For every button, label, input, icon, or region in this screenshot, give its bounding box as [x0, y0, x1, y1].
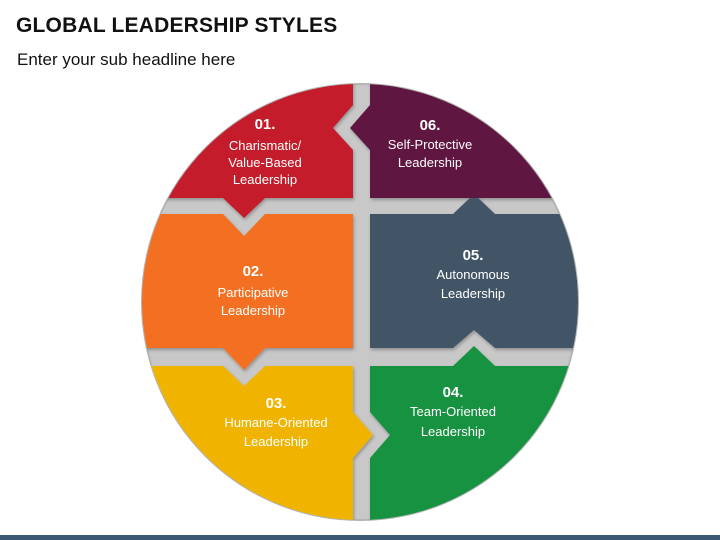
segment-01-line-2: Value-Based [228, 155, 301, 170]
segment-05-shape[interactable] [370, 194, 590, 348]
footer-bar [0, 535, 720, 540]
segment-03-line-2: Leadership [244, 434, 308, 449]
segment-03-number: 03. [266, 395, 287, 412]
segment-01-number: 01. [255, 116, 276, 133]
segment-06-shape[interactable] [350, 58, 585, 198]
segment-05-line-2: Leadership [441, 286, 505, 301]
segment-06-line-2: Leadership [398, 155, 462, 170]
segment-06-number: 06. [420, 117, 441, 134]
segment-05-line-1: Autonomous [437, 267, 510, 282]
segment-04-number: 04. [443, 384, 464, 401]
segment-02-line-2: Leadership [221, 303, 285, 318]
segment-02-number: 02. [243, 263, 264, 280]
page-title: GLOBAL LEADERSHIP STYLES [16, 14, 338, 37]
segment-04-line-1: Team-Oriented [410, 404, 496, 419]
segment-02-line-1: Participative [218, 285, 289, 300]
segment-01-line-3: Leadership [233, 172, 297, 187]
segment-06-line-1: Self-Protective [388, 137, 473, 152]
segment-01-line-1: Charismatic/ [229, 138, 302, 153]
segment-03-line-1: Humane-Oriented [224, 415, 327, 430]
page-subtitle: Enter your sub headline here [17, 50, 236, 69]
segment-05-number: 05. [463, 247, 484, 264]
segment-04-line-2: Leadership [421, 424, 485, 439]
segment-02-shape[interactable] [130, 214, 353, 370]
